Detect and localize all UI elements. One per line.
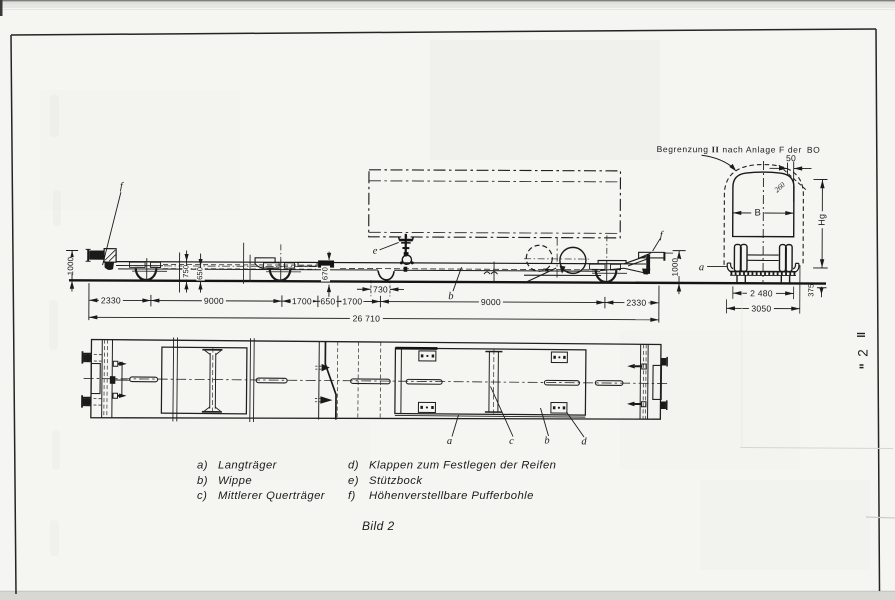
svg-text:Wippe: Wippe: [218, 475, 252, 487]
svg-text:375: 375: [806, 284, 815, 297]
svg-text:e: e: [373, 246, 378, 257]
svg-text:f): f): [348, 490, 356, 502]
svg-text:Höhenverstellbare Pufferbohle: Höhenverstellbare Pufferbohle: [369, 490, 534, 502]
svg-text:c): c): [197, 490, 207, 502]
svg-text:2: 2: [856, 349, 871, 357]
svg-text:Mittlerer Querträger: Mittlerer Querträger: [218, 490, 326, 502]
svg-text:a): a): [197, 460, 208, 472]
svg-text:Langträger: Langträger: [218, 460, 278, 472]
svg-text:1700: 1700: [342, 296, 362, 306]
svg-text:26 710: 26 710: [353, 313, 381, 323]
svg-text:B: B: [755, 207, 762, 218]
svg-text:Stützbock: Stützbock: [369, 475, 423, 487]
svg-text:2330: 2330: [626, 298, 646, 308]
svg-text:1000: 1000: [66, 256, 75, 275]
svg-text:f: f: [120, 181, 125, 192]
svg-text:1000: 1000: [671, 257, 680, 276]
svg-text:d: d: [581, 437, 587, 448]
svg-text:f: f: [660, 230, 665, 241]
svg-text:50: 50: [786, 153, 796, 163]
svg-text:670: 670: [320, 267, 329, 280]
svg-text:b): b): [197, 475, 208, 487]
svg-text:b: b: [448, 291, 453, 302]
svg-text:650: 650: [320, 296, 335, 306]
svg-text:9000: 9000: [481, 297, 501, 307]
svg-text:2 480: 2 480: [750, 288, 773, 298]
svg-text:b: b: [544, 436, 549, 447]
svg-text:750: 750: [181, 265, 190, 278]
svg-text:c: c: [509, 436, 514, 447]
svg-text:Begrenzung II nach Anlage F de: Begrenzung II nach Anlage F der BO: [657, 144, 821, 155]
svg-text:2330: 2330: [101, 295, 121, 305]
svg-text:Hg: Hg: [817, 214, 827, 226]
svg-text:650: 650: [195, 267, 204, 280]
svg-text:3050: 3050: [751, 303, 771, 313]
svg-text:Klappen zum Festlegen der Reif: Klappen zum Festlegen der Reifen: [369, 460, 556, 472]
svg-text:a: a: [699, 262, 704, 273]
svg-text:d): d): [348, 460, 359, 472]
svg-text:e): e): [348, 475, 359, 487]
svg-text:a: a: [447, 436, 452, 447]
svg-text:9000: 9000: [204, 296, 224, 306]
svg-text:730: 730: [373, 284, 388, 294]
svg-text:Bild 2: Bild 2: [362, 519, 395, 533]
svg-text:1700: 1700: [292, 296, 312, 306]
